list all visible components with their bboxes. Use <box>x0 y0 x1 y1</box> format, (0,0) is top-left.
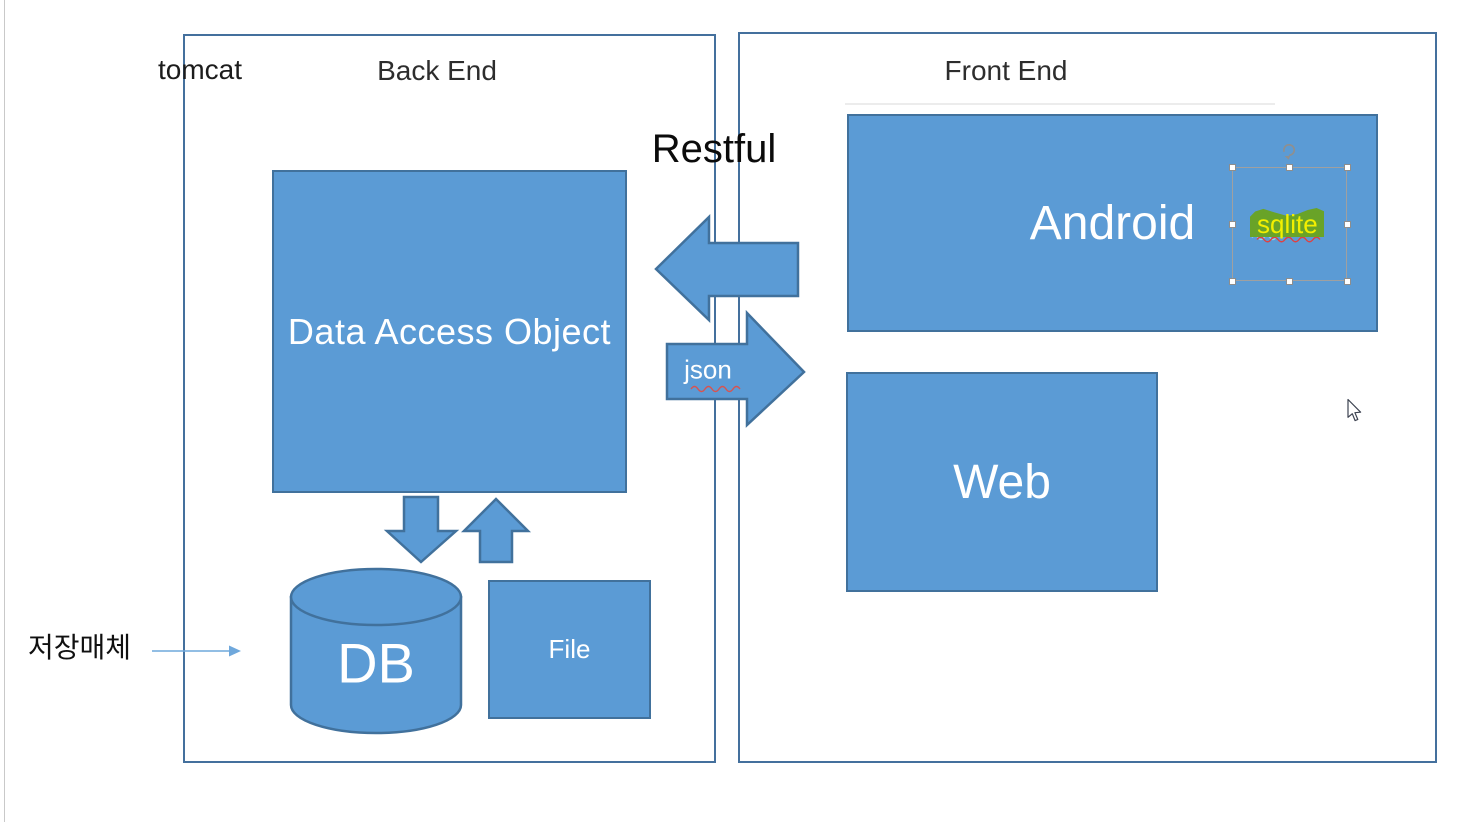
selection-handle-nw[interactable] <box>1229 164 1236 171</box>
selection-handle-e[interactable] <box>1344 221 1351 228</box>
android-label: Android <box>1029 196 1196 250</box>
artifact-smear <box>845 103 1275 105</box>
back-end-title[interactable]: Back End <box>377 55 497 86</box>
dao-label: Data Access Object <box>287 310 612 352</box>
dao-box[interactable]: Data Access Object <box>272 170 627 493</box>
selection-handle-s[interactable] <box>1286 278 1293 285</box>
web-box[interactable]: Web <box>846 372 1158 592</box>
web-label: Web <box>953 455 1051 509</box>
json-label: json <box>684 354 732 385</box>
storage-media-label[interactable]: 저장매체 <box>28 632 132 663</box>
selection-handle-sw[interactable] <box>1229 278 1236 285</box>
db-label: DB <box>337 631 415 695</box>
selection-rectangle[interactable] <box>1232 167 1347 281</box>
selection-handle-w[interactable] <box>1229 221 1236 228</box>
front-end-title[interactable]: Front End <box>944 55 1068 86</box>
page-edge-line <box>4 0 5 822</box>
restful-label[interactable]: Restful <box>651 127 777 171</box>
selection-handle-se[interactable] <box>1344 278 1351 285</box>
file-label: File <box>548 634 591 664</box>
selection-handle-ne[interactable] <box>1344 164 1351 171</box>
sqlite-label[interactable]: sqlite <box>1257 209 1318 239</box>
file-box[interactable]: File <box>488 580 651 719</box>
tomcat-label[interactable]: tomcat <box>158 54 243 85</box>
selection-handle-n[interactable] <box>1286 164 1293 171</box>
